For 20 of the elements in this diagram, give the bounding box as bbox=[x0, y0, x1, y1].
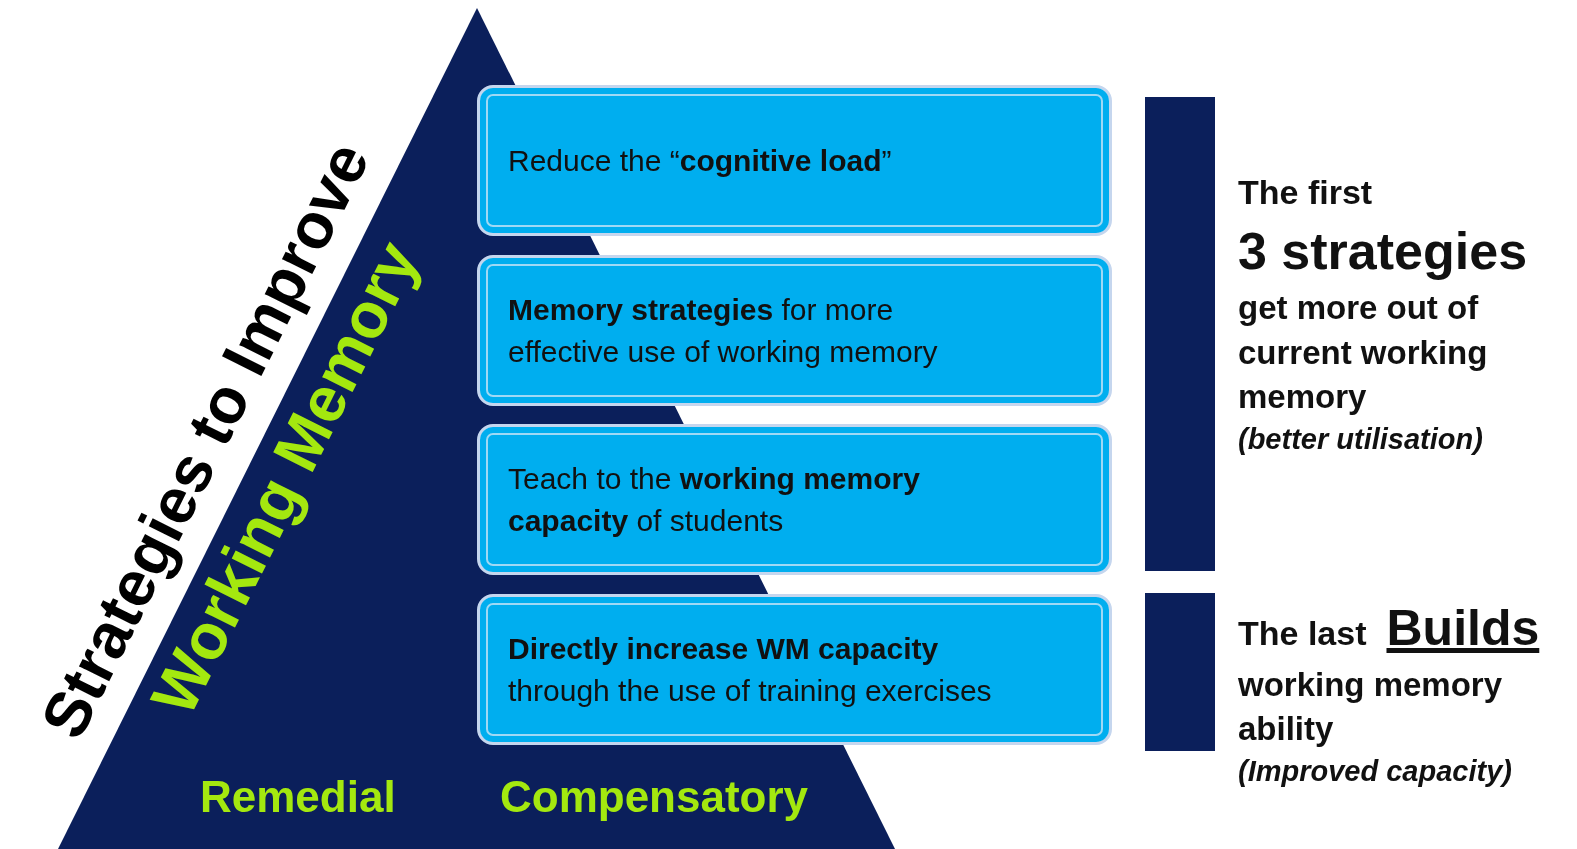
base-label: Remedial bbox=[200, 772, 396, 822]
side-note: get more out of current working memory bbox=[1238, 288, 1489, 418]
strategy-text: Reduce the “cognitive load” bbox=[508, 142, 892, 179]
strategy-box bbox=[477, 594, 1112, 745]
side-note: working memory ability bbox=[1238, 664, 1504, 750]
strategy-box bbox=[477, 424, 1112, 575]
vertical-bar bbox=[1145, 97, 1215, 571]
side-note: 3 strategies bbox=[1238, 220, 1529, 282]
side-note: Builds bbox=[1386, 599, 1540, 658]
side-note: The first bbox=[1238, 172, 1374, 213]
strategy-text: Memory strategies for more effective use of working memory bbox=[508, 292, 939, 370]
strategy-text: Teach to the working memory capacity of students bbox=[508, 461, 921, 539]
side-note: (better utilisation) bbox=[1238, 421, 1484, 457]
base-label: Compensatory bbox=[500, 772, 809, 822]
side-note: The last bbox=[1238, 613, 1367, 654]
strategy-box bbox=[477, 85, 1112, 236]
vertical-bar bbox=[1145, 593, 1215, 751]
strategy-box bbox=[477, 255, 1112, 406]
strategy-text: Directly increase WM capacity through the use of training exercises bbox=[508, 631, 993, 709]
side-note: (Improved capacity) bbox=[1238, 753, 1513, 789]
